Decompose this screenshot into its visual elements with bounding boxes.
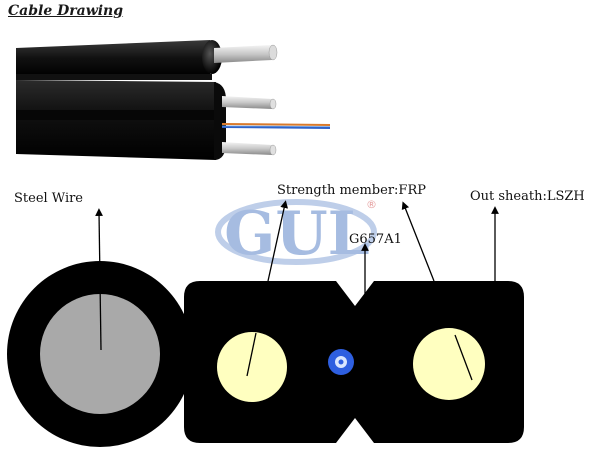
leader-frp-right-up <box>401 201 435 282</box>
cable-cross-section <box>7 261 524 447</box>
label-strength-member: Strength member:FRP <box>277 183 426 198</box>
steel-wire-3d <box>214 45 276 63</box>
leader-lines <box>95 200 499 381</box>
watermark-registered: ® <box>366 198 377 211</box>
watermark-text: GUL <box>224 199 370 269</box>
frp-member-right <box>413 328 485 400</box>
label-fiber: G657A1 <box>349 232 402 247</box>
cable-3d-drawing <box>16 40 331 160</box>
frp-rod-bottom-3d <box>222 142 275 155</box>
leader-frp-right <box>454 334 473 381</box>
leader-frp-left <box>246 332 257 377</box>
frp-rod-top-3d <box>222 96 275 109</box>
leader-steel-wire <box>95 208 103 351</box>
leader-frp-left-up <box>267 200 288 282</box>
fiber-orange-3d <box>221 123 331 126</box>
steel-wire-section <box>40 294 160 414</box>
diagram-title: Cable Drawing <box>8 3 124 19</box>
messenger-jacket <box>16 40 216 76</box>
fiber-blue-3d <box>221 126 331 129</box>
label-steel-wire: Steel Wire <box>14 191 84 206</box>
frp-member-left <box>217 332 287 402</box>
gul-watermark: GUL ® <box>215 198 377 269</box>
label-out-sheath: Out sheath:LSZH <box>470 189 585 204</box>
